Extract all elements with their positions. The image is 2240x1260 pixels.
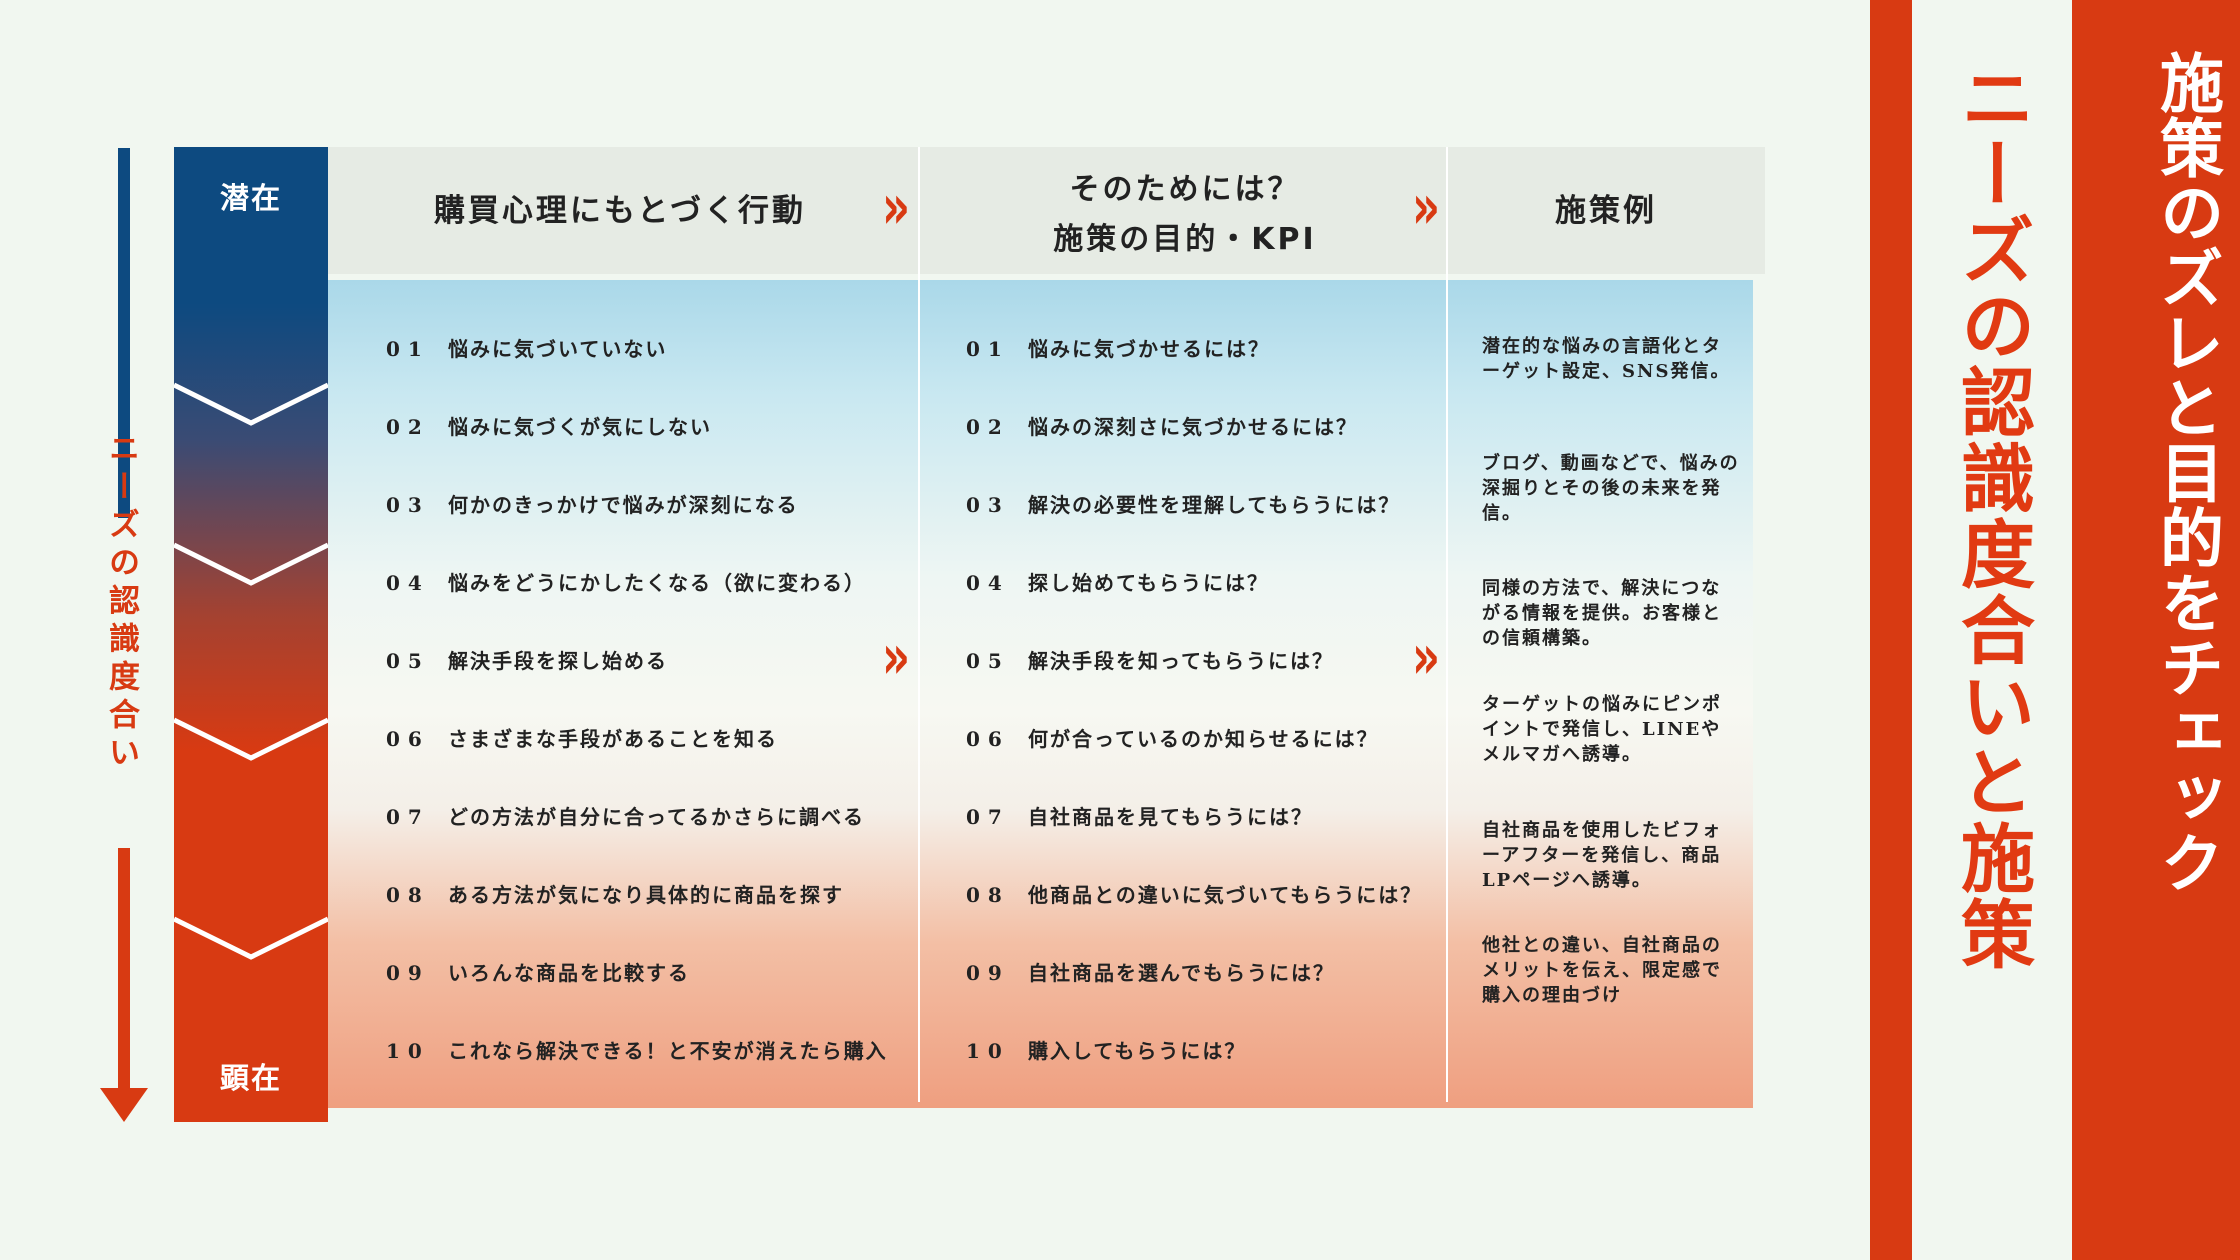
examples-column-header: 施策例 [1555, 193, 1657, 229]
sub-title: 施策のズレと目的をチェック [2149, 50, 2223, 895]
example-item: ターゲットの悩みにピンポイントで発信し、LINEやメルマガへ誘導。 [1482, 694, 1722, 765]
kpi-header-line2: 施策の目的・KPI [1053, 222, 1317, 257]
axis-arrow-shaft-top [118, 148, 130, 518]
column-divider-1 [918, 147, 920, 1102]
axis-arrow-down-icon [100, 1088, 148, 1122]
chevron-right-icon: » [882, 620, 911, 693]
stage-divider-3 [174, 717, 328, 761]
main-title: ニーズの認識度合いと施策 [1948, 60, 2035, 972]
example-item: ブログ、動画などで、悩みの深掘りとその後の未来を発信。 [1482, 453, 1740, 524]
table-header [328, 147, 1765, 274]
table-body-background [328, 280, 1753, 1108]
behavior-column-header: 購買心理にもとづく行動 [433, 193, 807, 229]
axis-arrow-shaft-bottom [118, 848, 130, 1088]
kpi-column-header: そのためには？ 施策の目的・KPI [920, 165, 1450, 265]
stage-latent-label: 潜在 [219, 181, 282, 215]
chevron-right-icon: » [1412, 620, 1441, 693]
stage-chevron-dividers [174, 382, 328, 960]
example-item: 潜在的な悩みの言語化とターゲット設定、SNS発信。 [1482, 336, 1731, 382]
stage-divider-1 [174, 382, 328, 426]
example-item: 自社商品を使用したビフォーアフターを発信し、商品LPページへ誘導。 [1482, 820, 1722, 891]
chevron-right-icon: » [882, 170, 911, 243]
axis-label: ニーズの認識度合い [103, 432, 139, 774]
stage-divider-2 [174, 542, 328, 586]
title-panel-inner [1912, 0, 2072, 1260]
stage-column: 潜在 顕在 [174, 147, 328, 1122]
column-divider-2 [1446, 147, 1448, 1102]
chevron-right-icon: » [1412, 170, 1441, 243]
stage-manifest-label: 顕在 [219, 1061, 282, 1095]
stage-divider-4 [174, 916, 328, 960]
example-item: 他社との違い、自社商品のメリットを伝え、限定感で購入の理由づけ [1482, 935, 1722, 1006]
example-item: 同様の方法で、解決につながる情報を提供。お客様との信頼構築。 [1482, 578, 1722, 649]
kpi-header-line1: そのためには？ [1069, 172, 1301, 207]
